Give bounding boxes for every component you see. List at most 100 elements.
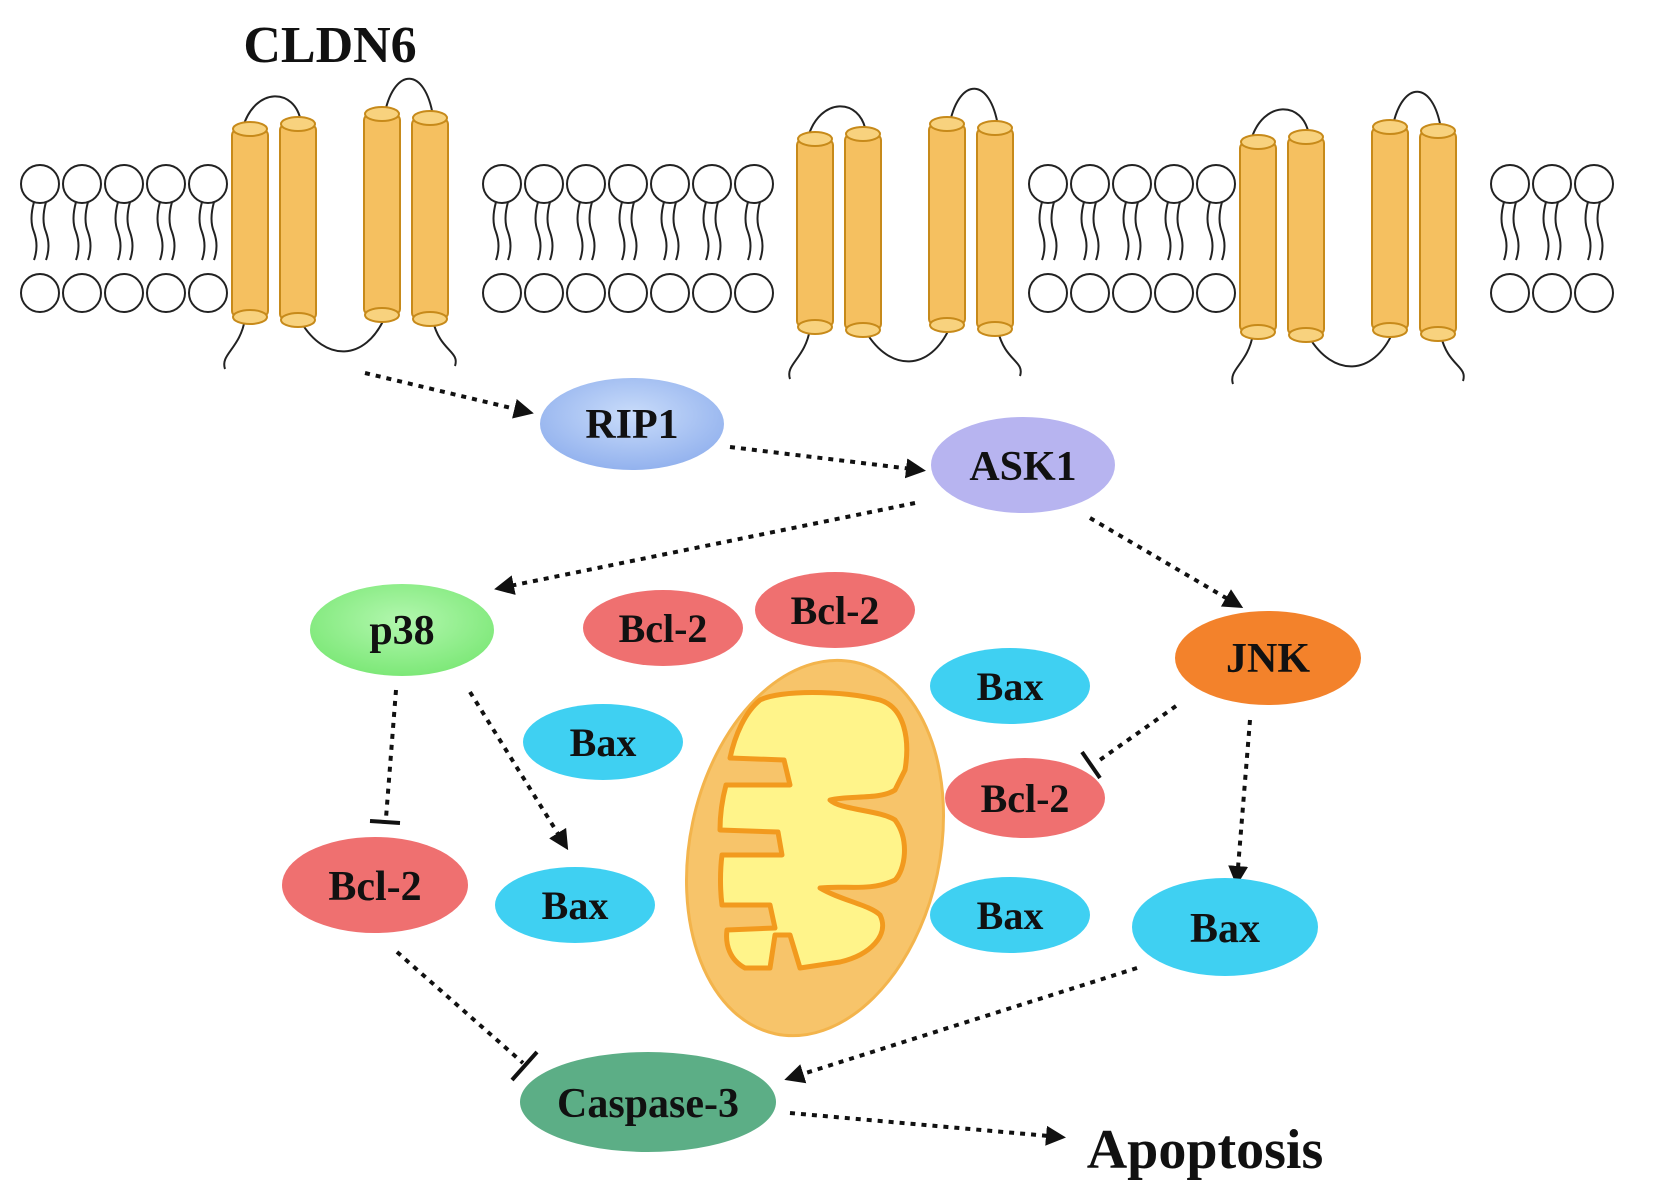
lipid-tail: [1500, 201, 1508, 261]
lipid-tail: [660, 201, 668, 261]
arrow-ask1-p38: [494, 501, 916, 595]
lipid-head: [608, 273, 648, 313]
node-bax-a-label: Bax: [570, 720, 637, 765]
node-caspase3: Caspase-3: [520, 1052, 776, 1152]
c-terminal-tail: [432, 320, 457, 367]
lipid-head: [146, 273, 186, 313]
cldn6-proteins: [223, 77, 1465, 385]
transmembrane-helix: [1287, 134, 1325, 338]
transmembrane-helix: [1371, 124, 1409, 333]
helix-top-cap: [1420, 123, 1456, 139]
helix-bottom-cap: [1288, 327, 1324, 343]
helix-bottom-cap: [1240, 324, 1276, 340]
arrow-p38-bax: [468, 690, 569, 851]
node-bcl2-b: Bcl-2: [755, 572, 915, 648]
c-terminal-tail: [1440, 335, 1465, 382]
lipid-tail: [1134, 201, 1142, 261]
lipid-tail: [1596, 201, 1604, 261]
cldn6-protein: [1231, 90, 1465, 385]
lipid-tail: [534, 201, 542, 261]
lipid-tail: [1206, 201, 1214, 261]
node-p38: p38: [310, 584, 494, 676]
lipid-tail: [702, 201, 710, 261]
helix-bottom-cap: [929, 317, 965, 333]
apoptosis-label: Apoptosis: [1087, 1119, 1324, 1181]
lipid-head: [1028, 164, 1068, 204]
helix-bottom-cap: [977, 321, 1013, 337]
arrow-caspase3-apoptosis: [789, 1111, 1066, 1146]
mitochondrion-cristae: [717, 690, 910, 971]
lipid-head: [1112, 273, 1152, 313]
lipid-tail: [1584, 201, 1592, 261]
transmembrane-helix: [411, 115, 449, 322]
lipid-tail: [1080, 201, 1088, 261]
lipid-head: [146, 164, 186, 204]
lipid-tail: [1122, 201, 1130, 261]
lipid-tail: [1554, 201, 1562, 261]
node-bax-a: Bax: [523, 704, 683, 780]
node-bax-c-label: Bax: [977, 893, 1044, 938]
arrow-jnk-bax: [1228, 719, 1252, 886]
lipid-head: [1532, 164, 1572, 204]
transmembrane-helix: [976, 125, 1014, 332]
extracellular-loop: [807, 105, 867, 138]
cldn6-title: CLDN6: [243, 17, 416, 74]
lipid-head: [524, 273, 564, 313]
transmembrane-helix: [928, 121, 966, 328]
lipid-head: [482, 164, 522, 204]
node-bax-c: Bax: [930, 877, 1090, 953]
lipid-head: [1070, 273, 1110, 313]
lipid-head: [1028, 273, 1068, 313]
node-p38-label: p38: [369, 608, 434, 654]
n-terminal-tail: [223, 318, 246, 370]
pathway-edges: [364, 371, 1252, 1146]
node-bcl2-a-label: Bcl-2: [619, 606, 708, 651]
helix-bottom-cap: [797, 319, 833, 335]
lipid-head: [566, 273, 606, 313]
inhibit-jnk-bcl2: [1095, 704, 1178, 764]
lipid-head: [1196, 164, 1236, 204]
lipid-tail: [198, 201, 206, 261]
lipid-head: [524, 164, 564, 204]
node-bcl2-jnk-label: Bcl-2: [981, 776, 1070, 821]
lipid-tail: [210, 201, 218, 261]
lipid-head: [734, 273, 774, 313]
inhibit-bar-bcl2-caspase3: [510, 1050, 539, 1082]
helix-top-cap: [280, 116, 316, 132]
lipid-tail: [618, 201, 626, 261]
helix-bottom-cap: [364, 307, 400, 323]
transmembrane-helix: [1419, 128, 1457, 337]
inhibit-p38-bcl2: [384, 689, 398, 819]
node-bax-b-label: Bax: [977, 664, 1044, 709]
lipid-head: [188, 164, 228, 204]
lipid-tail: [630, 201, 638, 261]
lipid-tail: [1164, 201, 1172, 261]
helix-top-cap: [1372, 119, 1408, 135]
lipid-tail: [168, 201, 176, 261]
lipid-tail: [744, 201, 752, 261]
node-jnk: JNK: [1175, 611, 1361, 705]
inhibit-bar-jnk-bcl2: [1080, 750, 1102, 780]
transmembrane-helix: [1239, 139, 1277, 335]
lipid-head: [1574, 273, 1614, 313]
intracellular-loop: [1308, 331, 1394, 368]
helix-bottom-cap: [1420, 326, 1456, 342]
node-rip1-label: RIP1: [585, 402, 678, 448]
lipid-head: [650, 273, 690, 313]
lipid-head: [1532, 273, 1572, 313]
transmembrane-helix: [363, 111, 401, 318]
node-bax-jnk-label: Bax: [1190, 906, 1260, 952]
lipid-tail: [714, 201, 722, 261]
node-bax-jnk: Bax: [1132, 878, 1318, 976]
lipid-tail: [42, 201, 50, 261]
transmembrane-helix: [279, 121, 317, 323]
helix-top-cap: [364, 106, 400, 122]
helix-bottom-cap: [1372, 322, 1408, 338]
helix-bottom-cap: [412, 311, 448, 327]
lipid-tail: [126, 201, 134, 261]
inhibit-bar-p38-bcl2: [369, 819, 401, 825]
lipid-head: [104, 164, 144, 204]
lipid-tail: [756, 201, 764, 261]
node-bcl2-b-label: Bcl-2: [791, 588, 880, 633]
